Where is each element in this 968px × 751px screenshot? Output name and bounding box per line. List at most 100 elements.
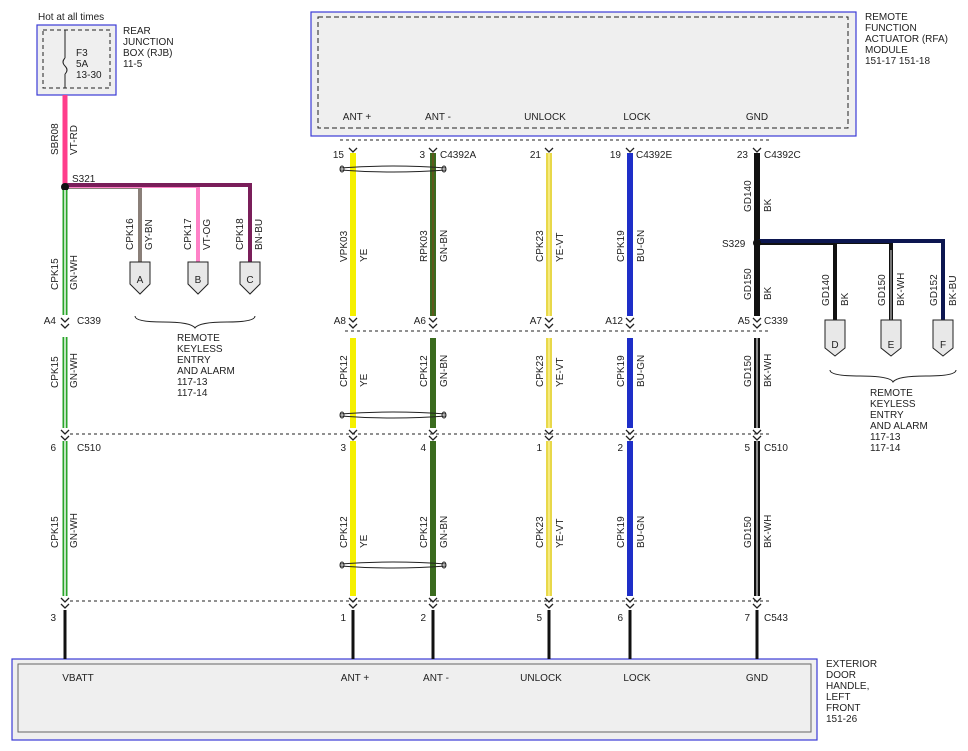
pin-c543-2: 2 [420, 613, 426, 624]
rjb-title-2: JUNCTION [123, 37, 174, 48]
splice-s321 [61, 183, 69, 191]
connector-c339-right: C339 [764, 316, 788, 327]
pin-c510-2: 2 [617, 443, 623, 454]
rfa-pin-unlock: UNLOCK [524, 112, 566, 123]
rke1-line-6: 117-14 [177, 388, 208, 399]
rke2-line-3: ENTRY [870, 410, 904, 421]
pin-c543-7: 7 [744, 613, 750, 624]
wire-label-cpk12-1-circuit: CPK12 [339, 355, 350, 387]
wire-label-cpk16-circuit: CPK16 [125, 218, 136, 250]
pin-c339-a7: A7 [530, 316, 543, 327]
wire-label-sbr08-color: VT-RD [69, 125, 80, 155]
wire-label-cpk23-3-color: YE-VT [555, 519, 566, 548]
door-pin-ant-plus: ANT + [341, 673, 370, 684]
tag-f-label: F [940, 340, 946, 351]
door-handle-inner [17, 663, 812, 733]
wire-label-cpk18-color: BN-BU [254, 219, 265, 250]
fuse-page-ref: 13-30 [76, 70, 102, 81]
wire-label-gd140-2-circuit: GD140 [821, 274, 832, 306]
connector-c543: C543 [764, 613, 788, 624]
rke1-line-3: ENTRY [177, 355, 211, 366]
wire-label-gd150-3-color: BK-WH [763, 354, 774, 387]
wire-label-cpk15-2-color: GN-WH [69, 353, 80, 388]
rjb-box [36, 24, 117, 96]
rfa-title-3: ACTUATOR (RFA) [865, 34, 948, 45]
rjb-title-1: REAR [123, 26, 151, 37]
twist-end-1b [441, 165, 447, 173]
rke2-line-5: 117-13 [870, 432, 901, 443]
door-title-2: DOOR [826, 670, 856, 681]
wire-label-cpk18-circuit: CPK18 [235, 218, 246, 250]
rfa-pin-gnd: GND [746, 112, 768, 123]
wire-label-cpk23-1-circuit: CPK23 [535, 230, 546, 262]
connector-c510-right: C510 [764, 443, 788, 454]
door-handle-box [11, 658, 818, 741]
fuse-symbol [62, 57, 68, 75]
rke1-line-4: AND ALARM [177, 366, 235, 377]
splice-s321-label: S321 [72, 174, 96, 185]
wire-gd152-branch [757, 239, 945, 320]
wire-label-rpk03-color: GN-BN [439, 230, 450, 262]
pin-c339-a12: A12 [605, 316, 623, 327]
pin-top-1: 15 [333, 150, 345, 161]
wire-label-cpk23-1-color: YE-VT [555, 233, 566, 262]
wire-label-cpk19-1-color: BU-GN [636, 230, 647, 262]
rfa-title-5: 151-17 151-18 [865, 56, 930, 67]
wire-label-cpk17-circuit: CPK17 [183, 218, 194, 250]
wire-label-cpk12-3-color: YE [359, 534, 370, 548]
wire-label-cpk19-2-circuit: CPK19 [616, 355, 627, 387]
rfa-title-2: FUNCTION [865, 23, 917, 34]
rke2-line-1: REMOTE [870, 388, 913, 399]
tag-b [187, 261, 209, 295]
wire-label-cpk12-2-color: GN-BN [439, 355, 450, 387]
twist-end-3b [441, 561, 447, 569]
connector-chevrons [60, 147, 762, 609]
twisted-pair-1 [339, 165, 447, 173]
rke1-line-1: REMOTE [177, 333, 220, 344]
pin-c543-3: 3 [50, 613, 56, 624]
door-title-6: 151-26 [826, 714, 858, 725]
wire-label-gd150-3-circuit: GD150 [743, 355, 754, 387]
rjb-inner-dashed [42, 29, 111, 89]
rke-brace-1 [134, 315, 256, 329]
pin-top-5: 23 [737, 150, 749, 161]
wire-label-cpk12-4-circuit: CPK12 [419, 516, 430, 548]
wire-label-rpk03-circuit: RPK03 [419, 230, 430, 262]
door-pin-gnd: GND [746, 673, 768, 684]
wire-label-gd140-1-color: BK [763, 198, 774, 212]
wire-label-cpk12-1-color: YE [359, 373, 370, 387]
wire-cpk18 [65, 183, 252, 262]
pin-top-2: 3 [419, 150, 425, 161]
rfa-inner-dashed [317, 16, 849, 129]
wire-label-cpk23-3-circuit: CPK23 [535, 516, 546, 548]
tag-d-label: D [831, 340, 838, 351]
rfa-module-box [310, 11, 857, 137]
twisted-pair-3 [339, 561, 447, 569]
door-pin-lock: LOCK [623, 673, 651, 684]
wire-label-cpk23-2-circuit: CPK23 [535, 355, 546, 387]
door-pin-unlock: UNLOCK [520, 673, 562, 684]
wire-label-cpk15-3-circuit: CPK15 [50, 516, 61, 548]
wire-label-gd150-1-color: BK [763, 286, 774, 300]
rke2-line-6: 117-14 [870, 443, 901, 454]
wire-label-gd150-1-circuit: GD150 [743, 268, 754, 300]
wire-label-gd150-2-color: BK-WH [896, 273, 907, 306]
rfa-pin-ant-plus: ANT + [343, 112, 372, 123]
pin-c510-1: 1 [536, 443, 542, 454]
wire-label-cpk19-3-circuit: CPK19 [616, 516, 627, 548]
rfa-title-1: REMOTE [865, 12, 908, 23]
pin-c339-a4: A4 [44, 316, 57, 327]
tag-c [239, 261, 261, 295]
pin-c543-1: 1 [340, 613, 346, 624]
rke1-line-2: KEYLESS [177, 344, 223, 355]
wire-label-cpk12-3-circuit: CPK12 [339, 516, 350, 548]
rke1-line-5: 117-13 [177, 377, 208, 388]
wire-label-cpk15-1-circuit: CPK15 [50, 258, 61, 290]
tag-c-label: C [246, 275, 253, 286]
pin-c510-3: 3 [340, 443, 346, 454]
tag-f [932, 319, 954, 357]
rke2-line-2: KEYLESS [870, 399, 916, 410]
wire-label-gd140-1-circuit: GD140 [743, 180, 754, 212]
rke-brace-2 [829, 369, 957, 383]
